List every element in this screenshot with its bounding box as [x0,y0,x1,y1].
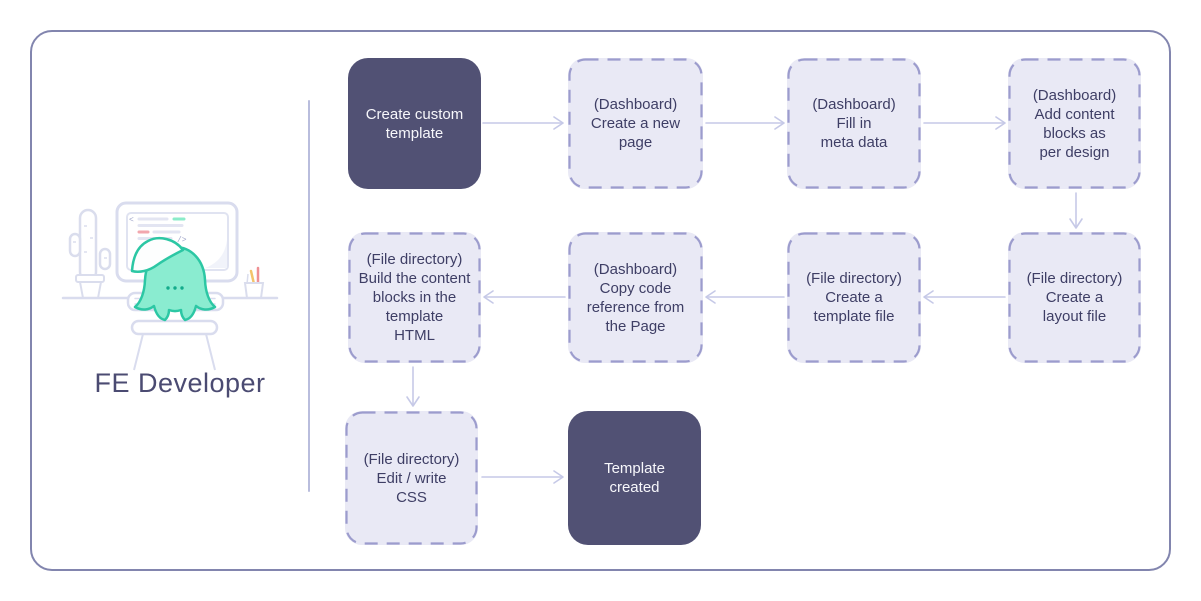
node-create-template-file: (File directory) Create a template file [787,232,921,363]
node-label: (File directory) Create a template file [806,270,902,325]
dashed-border [345,411,478,545]
node-label: Template created [604,460,665,496]
mascot-face-dots [166,286,184,290]
node-template-created: Template created [568,411,701,545]
node-label: Create custom template [365,105,464,142]
node-label: (Dashboard) Create a new page [590,96,681,151]
node-label: (Dashboard) Add content blocks as per de… [1032,86,1117,161]
node-label: (Dashboard) Fill in meta data [812,96,896,151]
dashed-border [568,58,703,189]
node-create-layout-file: (File directory) Create a layout file [1008,232,1141,363]
node-label: (File directory) Build the content block… [358,251,471,344]
dashed-border [1008,58,1141,189]
node-label: (File directory) Edit / write CSS [363,450,460,506]
svg-text:/>: /> [177,236,187,245]
page-curl [205,240,227,268]
developer-illustration: < /> [61,201,279,371]
cactus-icon [68,208,112,299]
mascot-leaf-icon [130,237,185,273]
bench-icon [130,319,219,371]
node-build-content-blocks: (File directory) Build the content block… [348,232,481,363]
dashed-border [1008,232,1141,363]
dashed-border [568,232,703,363]
node-label: (Dashboard) Copy code reference from the… [586,260,685,335]
node-copy-code-reference: (Dashboard) Copy code reference from the… [568,232,703,363]
dashed-border [787,58,921,189]
node-fill-meta-data: (Dashboard) Fill in meta data [787,58,921,189]
persona-label: FE Developer [94,368,266,398]
pencil-cup-icon [243,266,265,299]
dashed-border [348,232,481,363]
node-label: (File directory) Create a layout file [1026,270,1123,325]
dashed-border [787,232,921,363]
node-create-new-page: (Dashboard) Create a new page [568,58,703,189]
node-edit-write-css: (File directory) Edit / write CSS [345,411,478,545]
svg-text:<: < [129,216,134,225]
node-add-content-blocks: (Dashboard) Add content blocks as per de… [1008,58,1141,189]
persona-divider [308,100,310,492]
mascot-icon [130,237,217,322]
node-create-custom-template: Create custom template [348,58,481,189]
